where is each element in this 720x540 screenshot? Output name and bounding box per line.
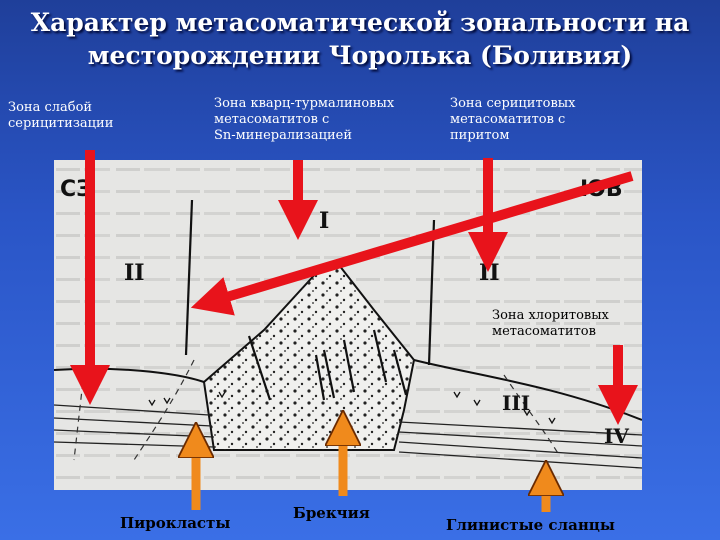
slide-title: Характер метасоматической зональности на…: [0, 6, 720, 72]
zone-III: III: [502, 391, 530, 415]
zone-II-left: II: [124, 260, 145, 286]
label-pyroclasts: Пирокласты: [120, 514, 231, 532]
label-clay-shale: Глинистые сланцы: [446, 516, 615, 534]
label-quartz-tourmaline-zone: Зона кварц-турмалиновых метасоматитов с …: [214, 96, 395, 143]
breccia-dots: [204, 265, 414, 450]
label-chlorite-zone: Зона хлоритовых метасоматитов: [492, 308, 609, 339]
label-weak-sericite-zone: Зона слабой серицитизации: [8, 100, 114, 131]
label-sericite-zone: Зона серицитовых метасоматитов с пиритом: [450, 96, 576, 143]
zone-II-right: II: [479, 260, 500, 286]
zone-IV: IV: [604, 424, 629, 448]
title-line-2: месторождении Чоролька (Боливия): [87, 41, 633, 70]
chlorite-ticks: [148, 391, 556, 425]
label-se: ЮВ: [580, 177, 623, 202]
zone-I: I: [319, 208, 329, 234]
shale-layers-right: [398, 421, 643, 469]
title-line-1: Характер метасоматической зональности на: [30, 8, 690, 37]
label-nw: СЗ: [60, 177, 92, 202]
label-breccia: Брекчия: [293, 504, 370, 522]
